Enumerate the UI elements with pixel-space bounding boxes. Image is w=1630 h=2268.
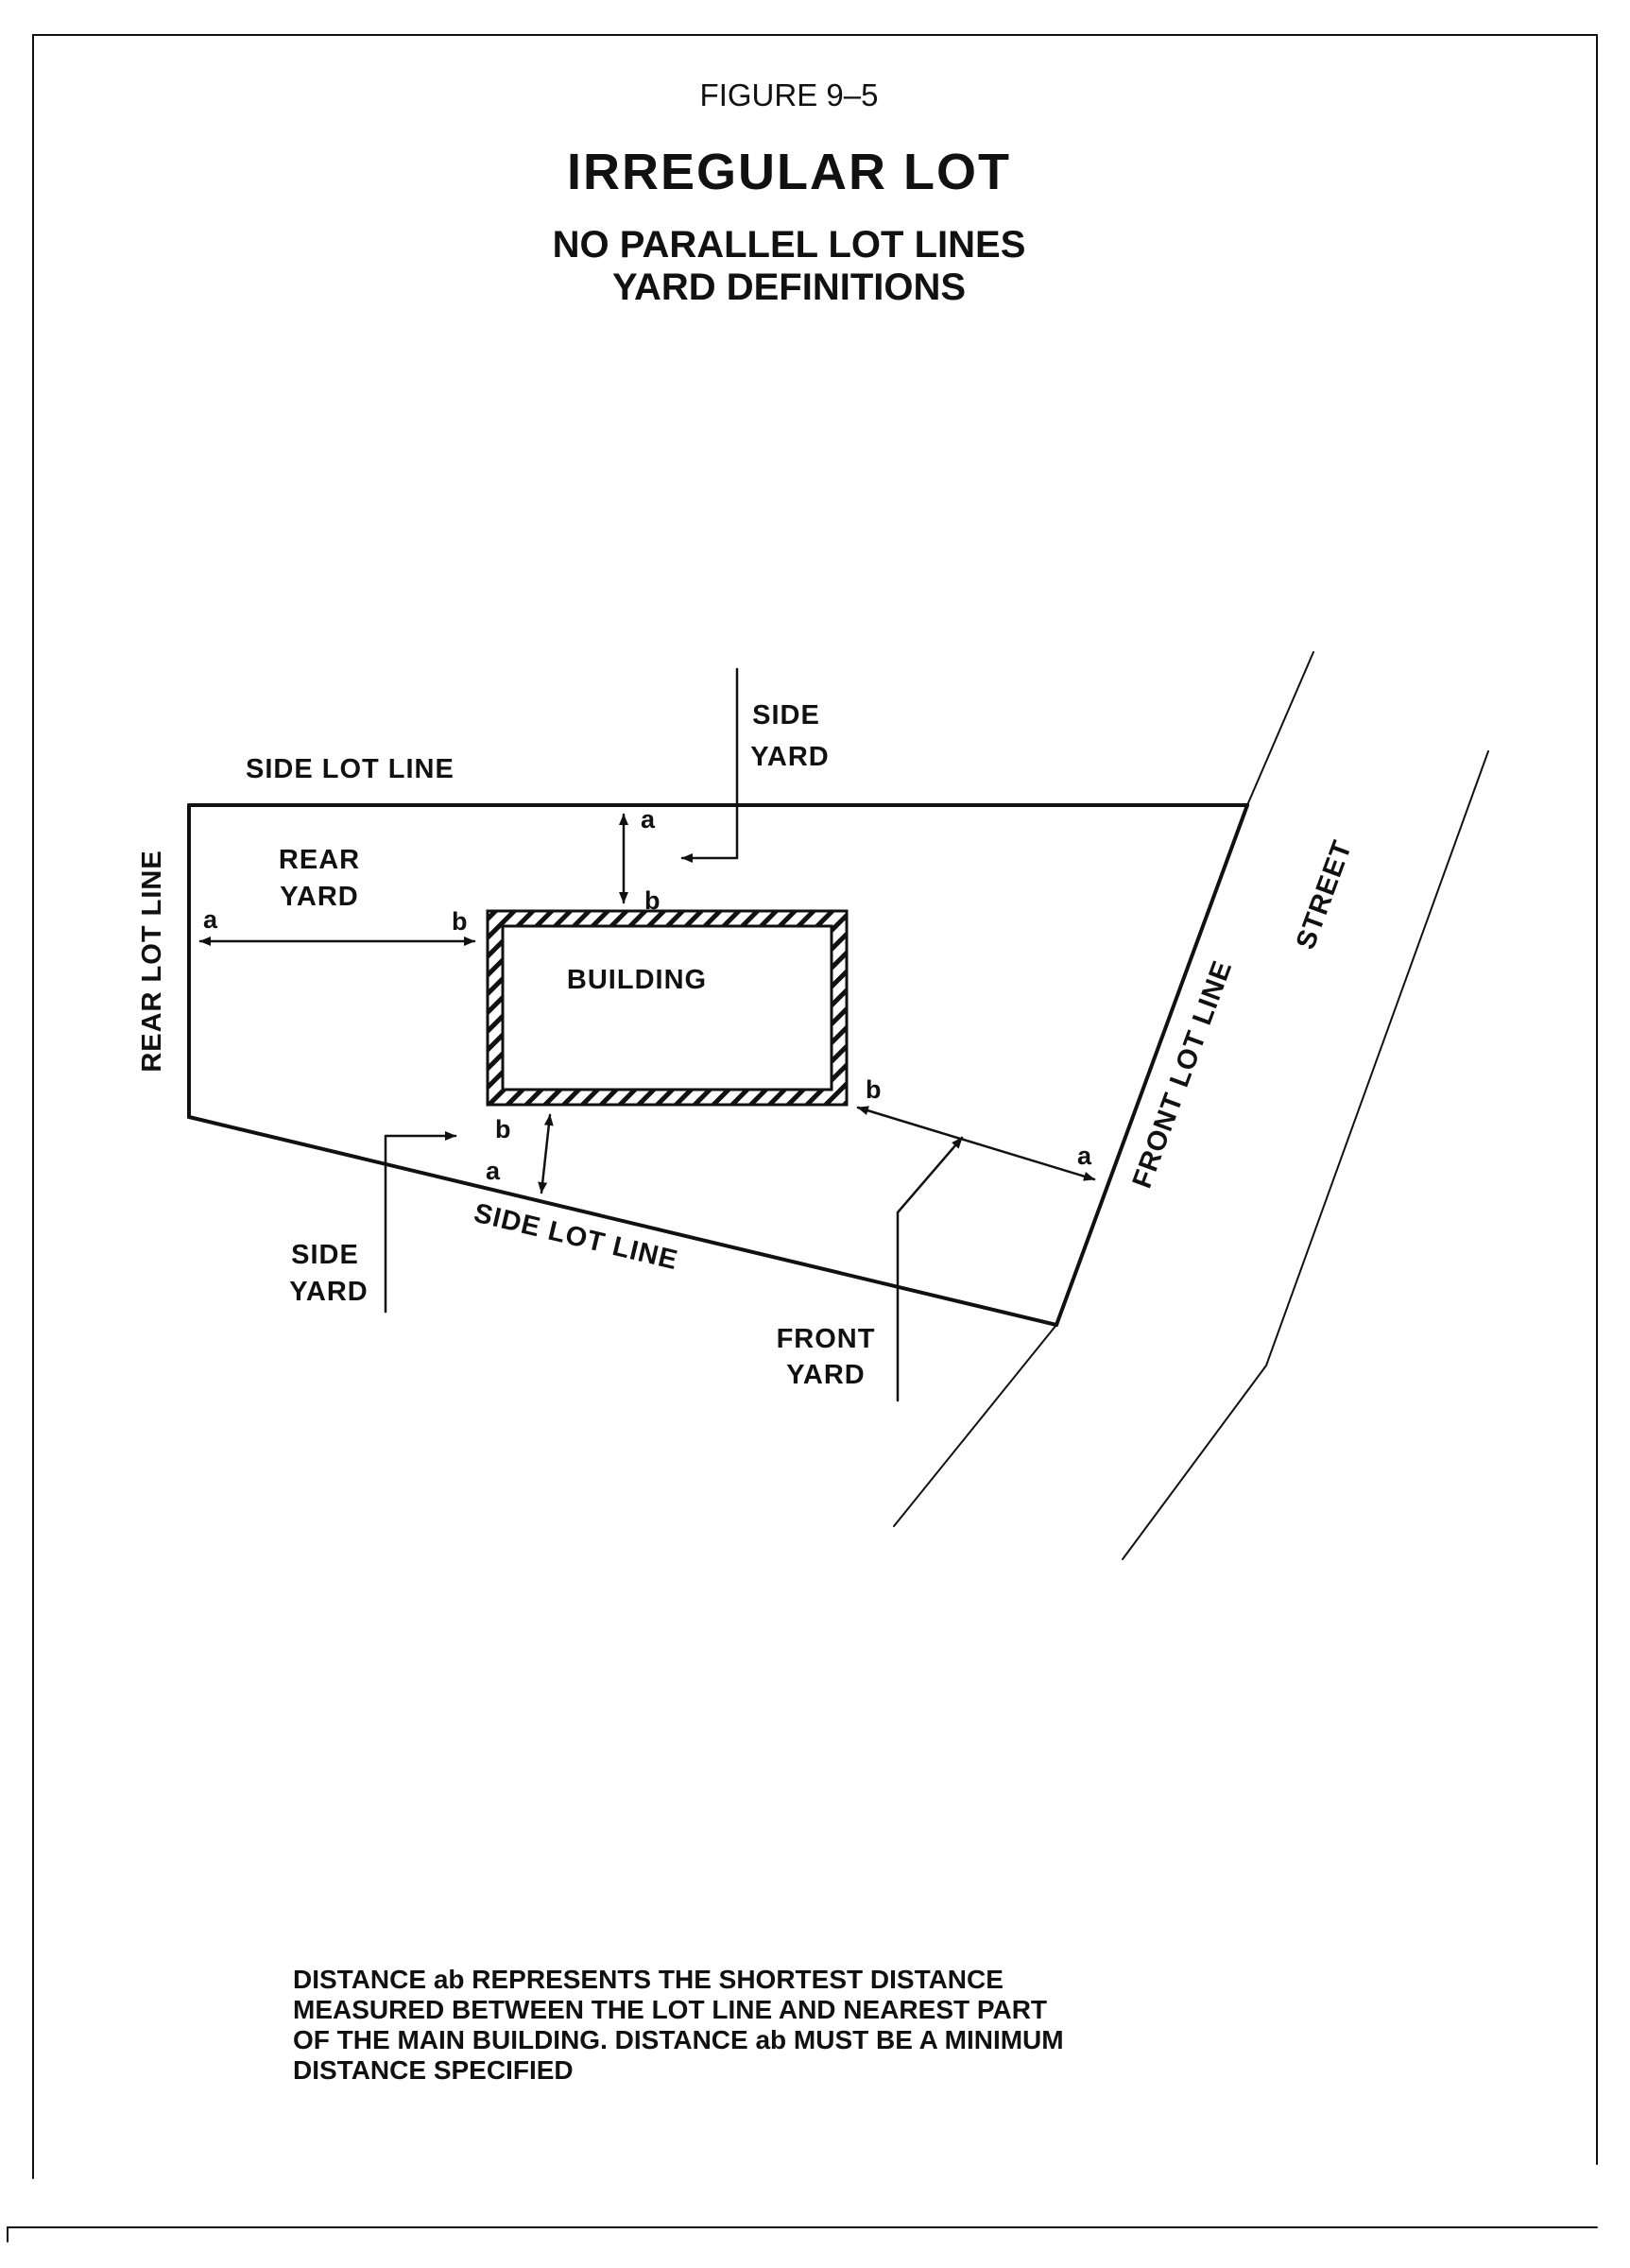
front-yard-label-line-1: FRONT [777, 1324, 876, 1354]
side-yard-bottom-label-line-1: SIDE [291, 1240, 359, 1270]
figure-title: IRREGULAR LOT [567, 144, 1011, 200]
point-labels: a b a b b a b a [203, 805, 1092, 1185]
lot-boundary [187, 803, 1249, 1327]
definition-note: DISTANCE ab REPRESENTS THE SHORTEST DIST… [293, 1965, 1064, 2085]
note-line-3: OF THE MAIN BUILDING. DISTANCE ab MUST B… [293, 2025, 1064, 2054]
side-lot-line-top-label: SIDE LOT LINE [246, 754, 455, 784]
side-yard-top-label-line-1: SIDE [752, 700, 820, 730]
label-b-rear: b [452, 907, 468, 936]
front-lot-line-label: FRONT LOT LINE [1127, 956, 1239, 1192]
building [486, 909, 849, 1107]
side-yard-top-leader [680, 667, 739, 863]
figure-subtitle-line-2: YARD DEFINITIONS [612, 266, 966, 308]
front-distance-arrow [856, 1106, 1096, 1181]
label-b-side-top: b [644, 886, 661, 915]
side-yard-bottom-leader [384, 1131, 457, 1314]
label-a-side-top: a [641, 805, 656, 833]
label-b-side-bottom: b [495, 1115, 511, 1143]
front-yard-label-line-2: YARD [786, 1360, 866, 1390]
figure-number: FIGURE 9–5 [700, 77, 879, 112]
front-lot-line [1055, 803, 1249, 1327]
rear-yard-label-line-1: REAR [279, 845, 360, 875]
street-edges [893, 651, 1489, 1560]
building-label: BUILDING [567, 965, 707, 995]
front-yard-leader [896, 1136, 964, 1402]
page-frame [7, 34, 1598, 2242]
side-yard-bottom-label-line-2: YARD [289, 1277, 369, 1307]
figure-subtitle-line-1: NO PARALLEL LOT LINES [553, 224, 1026, 266]
rear-yard-label-line-2: YARD [280, 882, 359, 912]
side-lot-line-bottom [187, 1115, 1058, 1327]
rear-lot-line-label: REAR LOT LINE [137, 850, 167, 1072]
label-a-side-bottom: a [486, 1157, 501, 1185]
distance-arrows [198, 813, 1096, 1194]
leader-lines [384, 667, 964, 1402]
note-line-4: DISTANCE SPECIFIED [293, 2055, 574, 2085]
side-bottom-distance-arrow [538, 1113, 554, 1194]
label-a-front: a [1077, 1142, 1092, 1170]
street-label: STREET [1291, 836, 1359, 954]
note-line-1: DISTANCE ab REPRESENTS THE SHORTEST DIST… [293, 1965, 1004, 1994]
note-line-2: MEASURED BETWEEN THE LOT LINE AND NEARES… [293, 1995, 1047, 2024]
label-a-rear: a [203, 905, 218, 934]
label-b-front: b [866, 1075, 882, 1104]
side-yard-top-label-line-2: YARD [750, 742, 830, 772]
